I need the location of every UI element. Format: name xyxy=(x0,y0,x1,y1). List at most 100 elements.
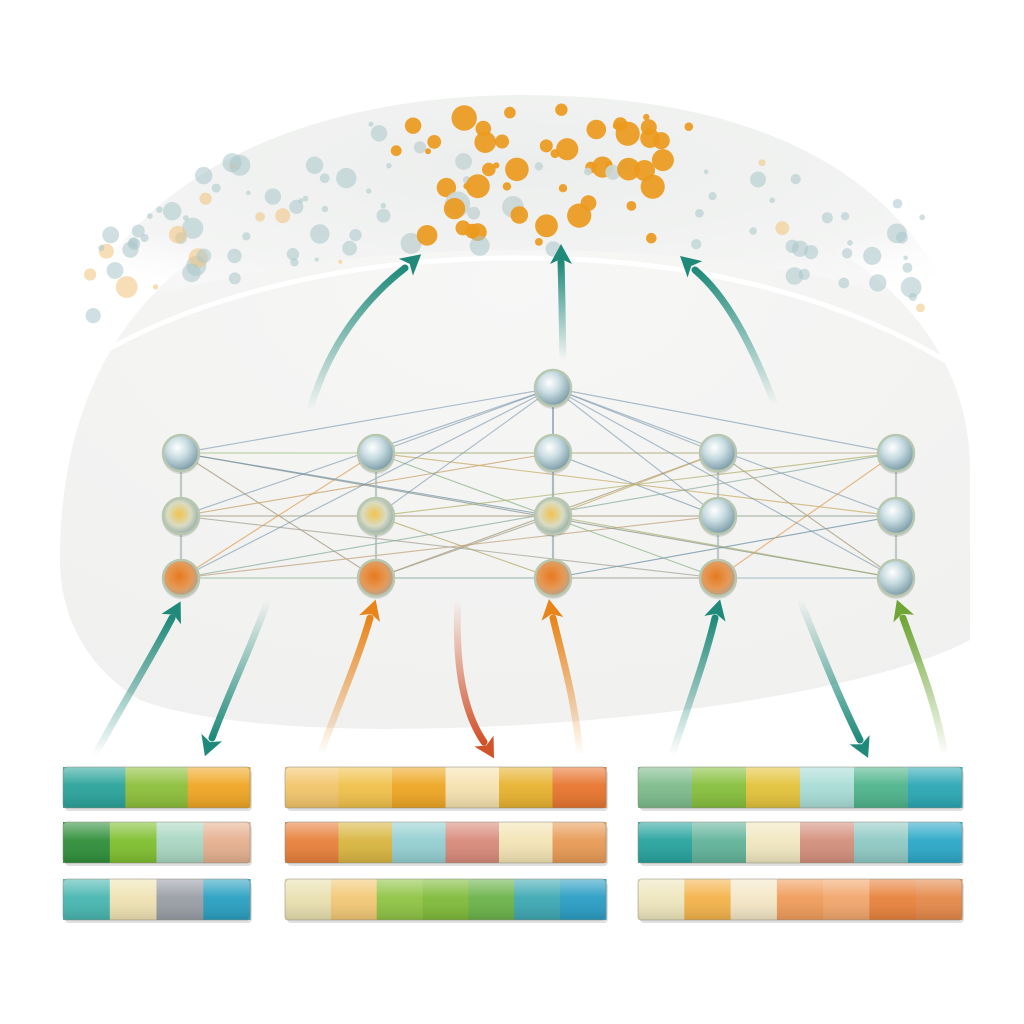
embedding-point xyxy=(785,267,804,285)
embedding-point xyxy=(640,128,660,148)
embedding-point xyxy=(847,240,853,246)
embedding-point xyxy=(163,202,182,221)
embedding-point xyxy=(482,162,496,177)
embedding-point xyxy=(275,208,291,224)
network-node xyxy=(876,433,916,473)
connection-line xyxy=(552,387,897,579)
vector-bar-right xyxy=(637,878,963,921)
embedding-point xyxy=(535,238,543,246)
arrow-in-2-head xyxy=(359,599,380,623)
arrow-out-2-shaft xyxy=(453,596,488,746)
network-node xyxy=(161,433,201,473)
embedding-point xyxy=(775,221,790,236)
vector-bar-middle xyxy=(284,878,607,921)
embedding-point xyxy=(443,197,466,220)
arrow-in-5-shaft xyxy=(899,614,949,759)
embedding-point xyxy=(182,263,201,283)
embedding-point xyxy=(539,139,553,153)
embedding-point xyxy=(841,248,853,259)
embedding-point xyxy=(504,106,516,119)
network-connections xyxy=(180,387,897,579)
network-node xyxy=(356,433,396,473)
embedding-point xyxy=(821,212,833,224)
embedding-point xyxy=(85,308,101,324)
embedding-point xyxy=(366,188,372,194)
embedding-point xyxy=(338,259,343,264)
embedding-point xyxy=(651,149,674,172)
embedding-point xyxy=(246,190,251,196)
arrow-up-center-shaft xyxy=(557,258,567,364)
embedding-point xyxy=(758,159,766,167)
embedding-point xyxy=(495,134,510,149)
arrow-in-4-head xyxy=(704,599,726,622)
embedding-point xyxy=(510,206,529,224)
embedding-point xyxy=(502,182,512,191)
network-node xyxy=(698,558,738,598)
embedding-point xyxy=(703,169,709,175)
output-node xyxy=(533,368,573,408)
embedding-point xyxy=(919,214,926,221)
vector-bar-left xyxy=(62,766,251,809)
embedding-point xyxy=(451,105,477,131)
embedding-point xyxy=(646,232,657,244)
embedding-point xyxy=(916,303,925,313)
embedding-point xyxy=(465,223,480,239)
connection-line xyxy=(375,515,554,579)
embedding-point xyxy=(386,163,392,169)
arrow-in-5-head xyxy=(893,599,915,623)
embedding-point xyxy=(310,224,330,244)
embedding-point xyxy=(182,215,189,221)
connection-line xyxy=(552,515,897,579)
embedding-points xyxy=(84,103,926,324)
embedding-point xyxy=(626,201,637,211)
arrow-up-left-shaft xyxy=(306,264,409,414)
embedding-point xyxy=(286,248,300,261)
embedding-point xyxy=(584,167,592,176)
embedding-point xyxy=(264,188,282,205)
embedding-point xyxy=(319,173,330,184)
embedding-point xyxy=(152,284,159,290)
embedding-point xyxy=(534,162,544,171)
embedding-point xyxy=(368,121,374,127)
embedding-point xyxy=(555,103,568,116)
vector-bar-middle xyxy=(284,821,607,864)
embedding-point xyxy=(289,199,304,214)
embedding-point xyxy=(156,206,163,213)
embedding-point xyxy=(376,208,391,223)
embedding-point xyxy=(750,171,766,188)
embedding-point xyxy=(211,183,221,193)
embedding-point xyxy=(643,113,650,121)
embedding-point xyxy=(863,246,882,265)
network-node xyxy=(876,496,916,536)
embedding-point xyxy=(169,225,187,244)
embedding-point xyxy=(416,225,438,246)
embedding-point xyxy=(691,239,702,250)
embedding-point xyxy=(617,157,640,181)
embedding-point xyxy=(242,232,251,241)
embedding-point xyxy=(305,156,324,174)
arrow-in-1-head xyxy=(161,601,181,625)
embedding-point xyxy=(467,206,481,220)
arrow-up-right-shaft xyxy=(691,266,779,409)
embedding-point xyxy=(98,244,105,251)
embedding-point xyxy=(469,235,490,256)
arrow-up-left-head xyxy=(398,254,422,276)
embedding-point xyxy=(790,174,801,185)
embedding-point xyxy=(321,205,329,213)
embedding-point xyxy=(102,226,120,244)
flow-arrows xyxy=(91,244,949,759)
embedding-point xyxy=(380,202,387,209)
connection-line xyxy=(375,452,897,517)
embedding-point xyxy=(463,182,470,190)
embedding-point xyxy=(567,203,592,228)
embedding-point xyxy=(84,268,97,281)
network-node xyxy=(533,433,573,473)
network-node xyxy=(698,433,738,473)
embedding-point xyxy=(695,208,704,218)
arrow-out-1-shaft xyxy=(208,596,272,742)
embedding-point xyxy=(505,157,529,182)
embedding-point xyxy=(708,192,717,201)
embedding-point xyxy=(298,198,304,204)
